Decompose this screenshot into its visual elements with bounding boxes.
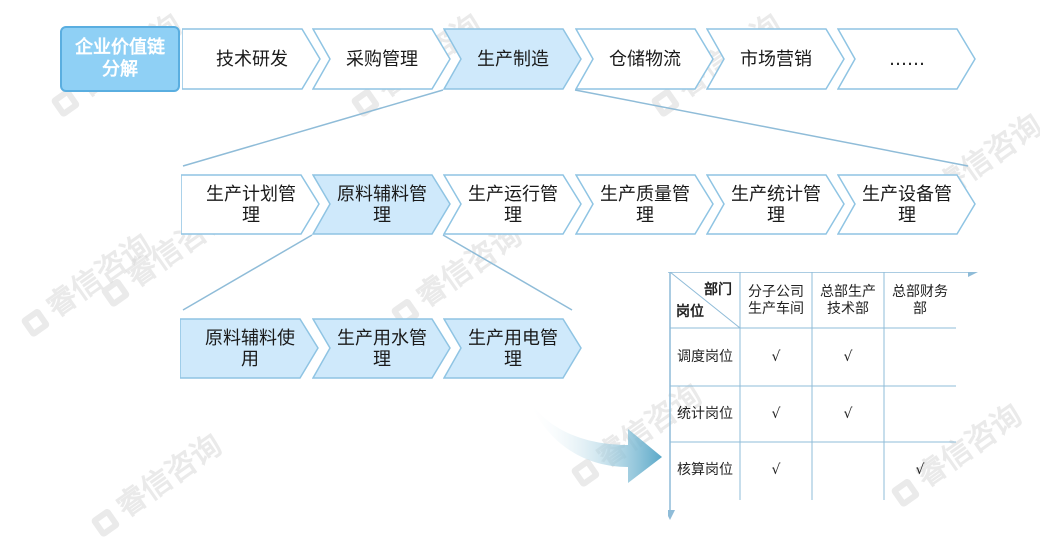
matrix-mark: √	[771, 348, 781, 365]
level1-step-logistics[interactable]: 仓储物流	[575, 28, 715, 90]
level2-line1: 生产质量管	[600, 183, 690, 205]
level2-step-statistics[interactable]: 生产统计管理	[706, 174, 846, 235]
matrix-column-header: 总部生产技术部	[820, 284, 876, 317]
level2-line2: 理	[373, 204, 391, 226]
level3-line1: 原料辅料使	[205, 327, 295, 349]
matrix-mark: √	[771, 405, 781, 422]
level1-label: 采购管理	[346, 48, 418, 70]
connector-line	[182, 234, 313, 311]
matrix-row-label: 核算岗位	[677, 461, 733, 478]
matrix-grid	[668, 272, 978, 520]
level2-step-quality[interactable]: 生产质量管理	[575, 174, 715, 235]
level2-line2: 理	[504, 204, 522, 226]
level1-label: 市场营销	[740, 48, 812, 70]
header-line1: 企业价值链	[75, 37, 165, 58]
connector-line	[182, 89, 444, 167]
value-chain-header-box: 企业价值链 分解	[60, 26, 180, 92]
level3-line2: 理	[504, 348, 522, 370]
curved-arrow-icon	[528, 399, 662, 483]
level2-step-operation[interactable]: 生产运行管理	[443, 174, 583, 235]
header-line2: 分解	[102, 59, 138, 80]
matrix-column-header: 分子公司生产车间	[748, 284, 804, 317]
level2-step-materials[interactable]: 原料辅料管理	[312, 174, 452, 235]
level1-step-more[interactable]: ……	[837, 28, 977, 90]
level2-line1: 生产计划管	[206, 183, 296, 205]
level1-label: ……	[889, 48, 925, 70]
level3-line1: 生产用水管	[337, 327, 427, 349]
level2-line2: 理	[636, 204, 654, 226]
level3-step-electricity[interactable]: 生产用电管理	[443, 318, 583, 379]
level1-step-manufacturing[interactable]: 生产制造	[443, 28, 583, 90]
matrix-row-label: 调度岗位	[677, 348, 733, 365]
matrix-corner-department: 部门	[704, 281, 732, 298]
level2-line1: 生产统计管	[731, 183, 821, 205]
level1-step-purchasing[interactable]: 采购管理	[312, 28, 452, 90]
matrix-mark	[812, 442, 884, 498]
level2-step-planning[interactable]: 生产计划管理	[181, 174, 321, 235]
level3-step-material-use[interactable]: 原料辅料使用	[180, 318, 320, 379]
level3-line2: 用	[241, 348, 259, 370]
level2-step-equipment[interactable]: 生产设备管理	[837, 174, 977, 235]
level2-line2: 理	[242, 204, 260, 226]
matrix-mark: √	[771, 461, 781, 478]
matrix-mark: √	[843, 348, 853, 365]
matrix-column-header: 总部财务部	[892, 284, 948, 317]
matrix-row-label: 统计岗位	[677, 405, 733, 422]
matrix-mark	[884, 386, 956, 442]
level2-line2: 理	[767, 204, 785, 226]
connector-line	[574, 89, 969, 167]
level3-line1: 生产用电管	[468, 327, 558, 349]
level3-line2: 理	[373, 348, 391, 370]
matrix-mark	[884, 328, 956, 386]
matrix-mark: √	[843, 405, 853, 422]
level1-step-marketing[interactable]: 市场营销	[706, 28, 846, 90]
level1-step-rnd[interactable]: 技术研发	[182, 28, 322, 90]
level2-line1: 原料辅料管	[337, 183, 427, 205]
level1-label: 仓储物流	[609, 48, 681, 70]
level3-step-water[interactable]: 生产用水管理	[312, 318, 452, 379]
level2-line1: 生产运行管	[468, 183, 558, 205]
level1-label: 技术研发	[216, 48, 288, 70]
connector-line	[442, 234, 573, 311]
level2-line2: 理	[898, 204, 916, 226]
matrix-corner-role: 岗位	[676, 303, 704, 320]
level2-line1: 生产设备管	[862, 183, 952, 205]
matrix-mark: √	[915, 461, 925, 478]
level1-label: 生产制造	[477, 48, 549, 70]
